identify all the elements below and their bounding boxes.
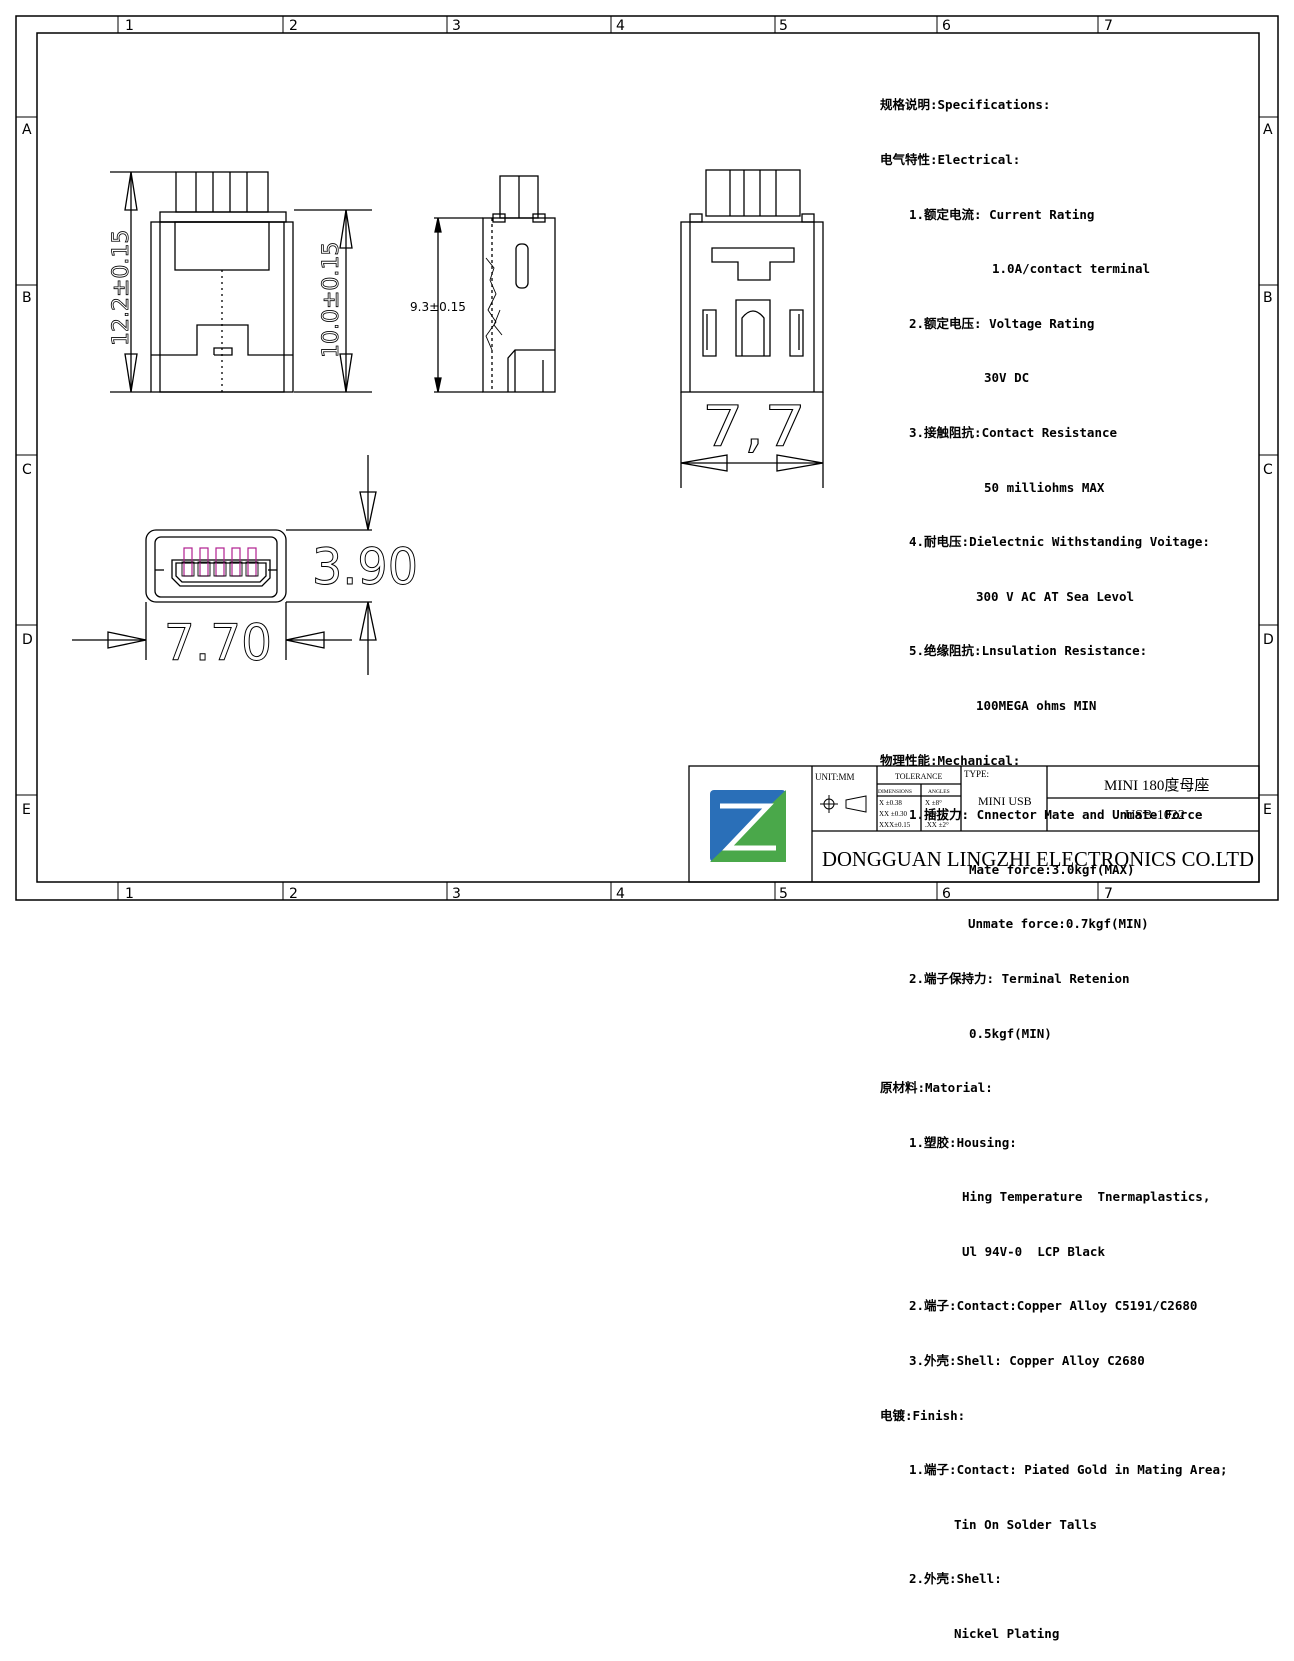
front-view bbox=[680, 169, 824, 488]
spec-f2: 2.外壳:Shell: bbox=[909, 1571, 1002, 1587]
col-label-6: 6 bbox=[942, 18, 951, 34]
col-label-4-bottom: 4 bbox=[616, 886, 625, 902]
spec-title: 规格说明:Specifications: bbox=[880, 97, 1051, 113]
row-label-c: C bbox=[22, 462, 32, 478]
spec-mechanical: 物理性能:Mechanical: bbox=[880, 752, 1021, 768]
face-view bbox=[72, 455, 377, 675]
part-number: USB-1022 bbox=[1125, 808, 1185, 823]
row-label-a: A bbox=[22, 122, 32, 138]
spec-f1: 1.端子:Contact: Piated Gold in Mating Area… bbox=[909, 1462, 1228, 1478]
specifications-panel: 规格说明:Specifications: 电气特性:Electrical: 1.… bbox=[880, 60, 1280, 1661]
angles-label: ANGLES bbox=[928, 789, 950, 795]
col-label-3: 3 bbox=[452, 18, 461, 34]
tol-row-1-ang: X ±8° bbox=[925, 799, 942, 807]
side-view bbox=[434, 175, 556, 393]
dim-10-0: 10.0±0.15 bbox=[319, 242, 344, 358]
product-name: MINI 180度母座 bbox=[1104, 777, 1209, 794]
spec-finish: 电镀:Finish: bbox=[880, 1407, 966, 1423]
top-view bbox=[110, 171, 372, 393]
title-block-text: UNIT:MM TOLERANCE DIMENSIONS ANGLES X ±0… bbox=[815, 769, 1254, 871]
tol-row-2-ang: .X ±5° bbox=[925, 810, 944, 818]
row-label-e: E bbox=[22, 802, 31, 818]
spec-e4: 4.耐电压:Dielectnic Withstanding Voitage: bbox=[909, 534, 1210, 550]
col-label-5-bottom: 5 bbox=[779, 886, 788, 902]
type-value: MINI USB bbox=[978, 794, 1032, 808]
col-label-7-bottom: 7 bbox=[1104, 886, 1113, 902]
pin-contacts-outline bbox=[181, 561, 259, 577]
dimensions-label: DIMENSIONS bbox=[878, 789, 912, 795]
spec-t3: 3.外壳:Shell: Copper Alloy C2680 bbox=[909, 1353, 1145, 1369]
row-label-d: D bbox=[22, 632, 33, 648]
unit-label: UNIT:MM bbox=[815, 772, 855, 782]
spec-m1a: Mate force:3.0kgf(MAX) bbox=[969, 861, 1135, 877]
spec-m2: 2.端子保持力: Terminal Retenion bbox=[909, 970, 1130, 986]
spec-e3v: 50 milliohms MAX bbox=[984, 479, 1105, 495]
type-label: TYPE: bbox=[964, 769, 989, 779]
spec-f2a: Nickel Plating bbox=[954, 1626, 1060, 1642]
spec-t2: 2.端子:Contact:Copper Alloy C5191/C2680 bbox=[909, 1298, 1198, 1314]
spec-t1b: Ul 94V-0 LCP Black bbox=[962, 1243, 1105, 1259]
col-label-1: 1 bbox=[125, 18, 134, 34]
spec-e1: 1.额定电流: Current Rating bbox=[909, 206, 1095, 222]
col-label-2-bottom: 2 bbox=[289, 886, 298, 902]
spec-m2v: 0.5kgf(MIN) bbox=[969, 1025, 1052, 1041]
dim-9-3: 9.3±0.15 bbox=[410, 300, 466, 314]
col-label-7: 7 bbox=[1104, 18, 1113, 34]
row-label-a-right: A bbox=[1263, 122, 1273, 138]
spec-e2: 2.额定电压: Voltage Rating bbox=[909, 315, 1095, 331]
row-label-d-right: D bbox=[1263, 632, 1274, 648]
dim-7-7-side: 7,7 bbox=[702, 395, 806, 460]
tol-row-3-ang: .XX ±2° bbox=[925, 821, 949, 829]
title-block bbox=[688, 765, 1260, 883]
spec-e3: 3.接触阻抗:Contact Resistance bbox=[909, 424, 1118, 440]
col-label-1-bottom: 1 bbox=[125, 886, 134, 902]
dim-12-2: 12.2±0.15 bbox=[109, 230, 134, 346]
tol-row-1-dim: X ±0.38 bbox=[879, 799, 902, 807]
spec-m1b: Unmate force:0.7kgf(MIN) bbox=[968, 916, 1149, 932]
spec-e2v: 30V DC bbox=[984, 370, 1030, 386]
outer-frame bbox=[15, 15, 1279, 901]
row-label-b-right: B bbox=[1263, 290, 1273, 306]
spec-material: 原材料:Matorial: bbox=[880, 1080, 993, 1096]
zone-labels: 1 2 3 4 5 6 7 1 2 3 4 5 6 7 A B C D E A … bbox=[22, 18, 1274, 902]
col-label-5: 5 bbox=[779, 18, 788, 34]
spec-e5: 5.绝缘阻抗:Lnsulation Resistance: bbox=[909, 643, 1148, 659]
zone-ticks bbox=[16, 16, 1278, 900]
engineering-drawing: 1 2 3 4 5 6 7 1 2 3 4 5 6 7 A B C D E A … bbox=[15, 15, 1279, 902]
company-name: DONGGUAN LINGZHI ELECTRONICS CO.LTD bbox=[822, 847, 1254, 871]
tol-row-3-dim: XXX±0.15 bbox=[879, 821, 911, 829]
spec-m1: 1.插拔力: Cnnector Mate and Unmate Force bbox=[909, 807, 1203, 823]
company-logo bbox=[710, 790, 786, 862]
tolerance-label: TOLERANCE bbox=[895, 772, 943, 781]
tol-row-2-dim: XX ±0.30 bbox=[879, 810, 907, 818]
spec-e1v: 1.0A/contact terminal bbox=[992, 261, 1151, 277]
row-label-c-right: C bbox=[1263, 462, 1273, 478]
col-label-4: 4 bbox=[616, 18, 625, 34]
col-label-2: 2 bbox=[289, 18, 298, 34]
spec-electrical: 电气特性:Electrical: bbox=[880, 152, 1021, 167]
spec-f1a: Tin On Solder Talls bbox=[954, 1516, 1097, 1532]
spec-e5v: 100MEGA ohms MIN bbox=[976, 697, 1097, 713]
dim-3-90: 3.90 bbox=[312, 538, 418, 596]
col-label-3-bottom: 3 bbox=[452, 886, 461, 902]
spec-t1: 1.塑胶:Housing: bbox=[909, 1134, 1017, 1150]
projection-symbol bbox=[820, 795, 867, 813]
row-label-e-right: E bbox=[1263, 802, 1272, 818]
spec-e4v: 300 V AC AT Sea Levol bbox=[976, 588, 1135, 604]
inner-frame bbox=[36, 32, 1260, 883]
col-label-6-bottom: 6 bbox=[942, 886, 951, 902]
row-label-b: B bbox=[22, 290, 32, 306]
spec-t1a: Hing Temperature Tnermaplastics, bbox=[962, 1189, 1211, 1205]
dim-7-70: 7.70 bbox=[164, 614, 272, 672]
